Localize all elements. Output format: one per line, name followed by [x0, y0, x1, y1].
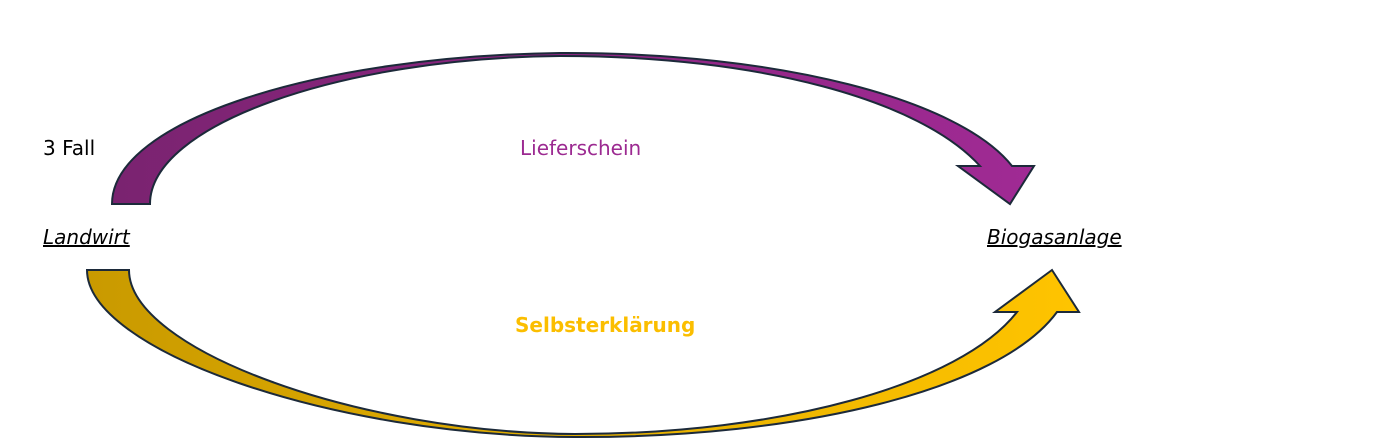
case-label: 3 Fall [43, 136, 96, 160]
source-node-landwirt: Landwirt [43, 225, 130, 249]
target-node-biogasanlage: Biogasanlage [987, 225, 1122, 249]
top-flow-label: Lieferschein [520, 136, 642, 160]
bottom-flow-arrow [85, 268, 1081, 439]
top-flow-arrow [110, 51, 1036, 206]
bottom-flow-label: Selbsterklärung [515, 313, 696, 337]
